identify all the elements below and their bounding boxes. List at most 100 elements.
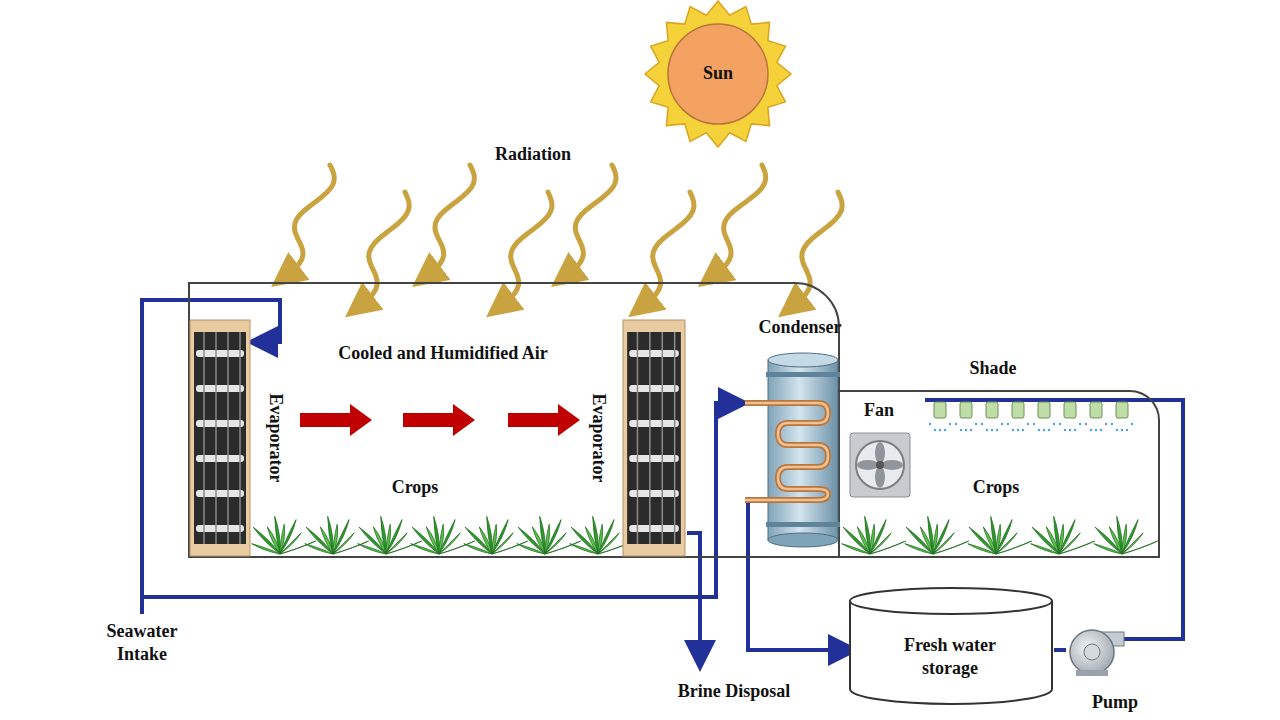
leaf: [870, 541, 906, 554]
water-drop: [1074, 429, 1076, 431]
leaf: [540, 516, 546, 554]
water-drop: [960, 429, 962, 431]
crop-plant: [411, 516, 475, 554]
pump: Pump: [1066, 622, 1124, 678]
nozzle: [986, 402, 998, 418]
leaf: [1122, 541, 1158, 554]
leaf: [865, 516, 871, 554]
crop-plant: [305, 516, 369, 554]
water-drop: [1053, 423, 1055, 425]
radiation-wave: [357, 192, 409, 308]
leaf: [1122, 520, 1138, 554]
fan: Fan: [849, 432, 911, 498]
nozzle: [1116, 402, 1128, 418]
node-label: Pump: [1092, 691, 1138, 714]
leaf: [275, 516, 281, 554]
radiation-wave: [790, 192, 842, 308]
crop-plant: [517, 516, 581, 554]
nozzle: [960, 402, 972, 418]
water-drop: [1022, 429, 1024, 431]
greenhouse: Cooled and Humidified AirCropsEvaporator…: [188, 282, 840, 558]
node-label: Condenser: [758, 316, 841, 339]
leaf: [381, 516, 387, 554]
water-drop: [1131, 423, 1133, 425]
water-drop: [934, 429, 936, 431]
condenser: Condenser: [768, 352, 838, 548]
water-drop: [981, 423, 983, 425]
leaf: [280, 520, 296, 554]
water-drop: [1043, 429, 1045, 431]
crop-plant: [1031, 516, 1095, 554]
node-label: Shade: [969, 357, 1016, 380]
water-drop: [1121, 429, 1123, 431]
airflow-arrows: [300, 404, 580, 436]
water-drop: [1064, 429, 1066, 431]
leaf: [870, 520, 886, 554]
leaf: [1059, 541, 1095, 554]
water-drop: [965, 429, 967, 431]
evaporator-pad: Evaporator: [623, 320, 685, 556]
node-label: Crops: [973, 476, 1020, 499]
leaf: [545, 520, 561, 554]
node-label: Fresh water storage: [880, 634, 1020, 681]
leaf: [434, 516, 440, 554]
leaf: [996, 541, 1032, 554]
node-label: Crops: [392, 476, 439, 499]
crop-plants: [252, 516, 1158, 554]
water-drop: [1105, 423, 1107, 425]
leaf: [386, 541, 422, 554]
fan-drawing: [849, 432, 911, 498]
shade-house: ShadeCropsFan: [838, 390, 1160, 558]
water-drop: [1001, 423, 1003, 425]
water-drop: [986, 429, 988, 431]
water-tank: Fresh water storage: [848, 585, 1054, 707]
sun: Sun: [643, 0, 793, 148]
crop-plant: [968, 516, 1032, 554]
node-label: Evaporator: [586, 394, 609, 483]
crop-plant: [842, 516, 906, 554]
evaporator-pad-drawing: [623, 320, 685, 556]
leaf: [593, 516, 599, 554]
radiation-wave: [498, 192, 552, 308]
leaf: [933, 520, 949, 554]
water-drop: [1100, 429, 1102, 431]
leaf: [280, 541, 316, 554]
radiation-wave: [710, 165, 766, 278]
water-drop: [1085, 423, 1087, 425]
water-drop: [1033, 423, 1035, 425]
node-label: Sun: [703, 62, 733, 85]
pipe-connector: [1054, 648, 1066, 652]
crop-plant: [905, 516, 969, 554]
water-drop: [1126, 429, 1128, 431]
leaf: [928, 516, 934, 554]
node-label: Evaporator: [263, 394, 286, 483]
water-drop: [996, 429, 998, 431]
pipe-connector: [1124, 400, 1183, 639]
nozzle: [1064, 402, 1076, 418]
water-drop: [944, 429, 946, 431]
leaf: [439, 520, 455, 554]
nozzle: [934, 402, 946, 418]
evaporator-pad: Evaporator: [190, 320, 250, 556]
water-drop: [1079, 423, 1081, 425]
water-drop: [991, 429, 993, 431]
water-drop: [1059, 423, 1061, 425]
water-drop: [1116, 429, 1118, 431]
water-drop: [955, 423, 957, 425]
sprinklers: [929, 402, 1133, 431]
radiation-wave: [283, 165, 334, 278]
water-drop: [1027, 423, 1029, 425]
water-drop: [1095, 429, 1097, 431]
leaf: [598, 520, 614, 554]
evaporator-pad-drawing: [190, 320, 250, 556]
water-drop: [929, 423, 931, 425]
water-drop: [1111, 423, 1113, 425]
leaf: [933, 541, 969, 554]
leaf: [487, 516, 493, 554]
part-label: Seawater Intake: [87, 620, 197, 667]
leaf: [386, 520, 402, 554]
nozzle: [1090, 402, 1102, 418]
leaf: [996, 520, 1012, 554]
leaf: [333, 541, 369, 554]
